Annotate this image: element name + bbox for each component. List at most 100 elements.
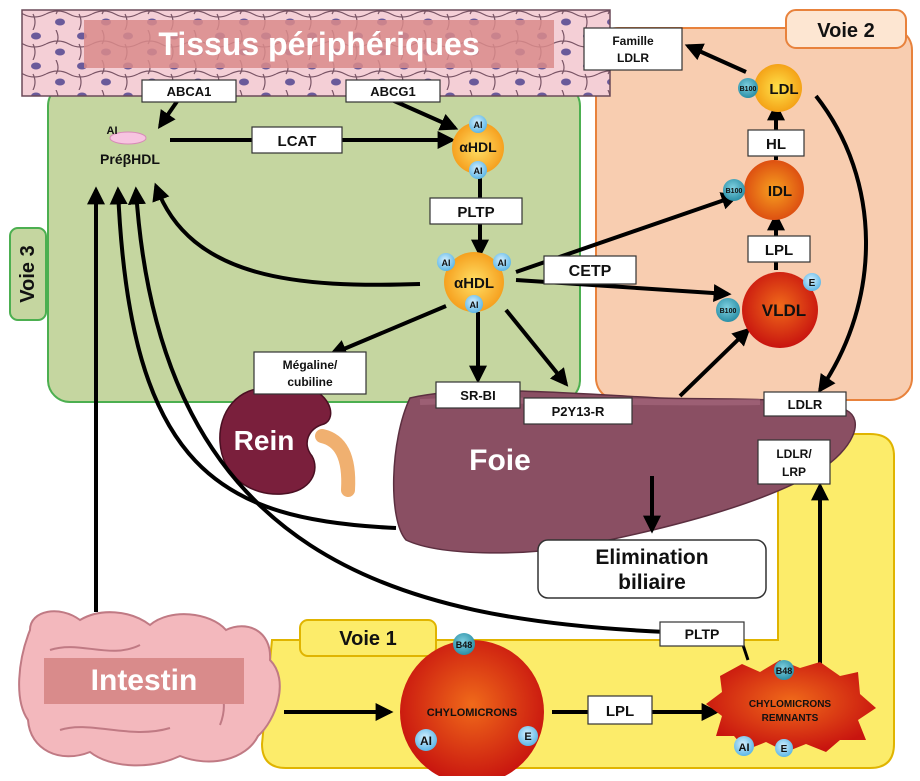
chylo-remnants-particle: B48 AI E CHYLOMICRONS REMNANTS: [706, 660, 876, 757]
vldl-apo-b100-label: B100: [720, 308, 737, 315]
hl-label: HL: [766, 136, 786, 153]
vldl-sphere: [742, 272, 818, 348]
voie2-label: Voie 2: [817, 20, 874, 42]
lpl-chylo-box: [587, 695, 653, 725]
alpha-hdl-mid-apo2: [493, 253, 511, 271]
remnants-label-2: REMNANTS: [762, 713, 819, 724]
chylomicrons-particle: B48 AI E CHYLOMICRONS: [400, 633, 544, 781]
abcg1-box: [345, 79, 441, 103]
remnants-apo-ai: [734, 736, 754, 756]
alpha-hdl-mid-sphere: [444, 252, 504, 312]
prebeta-apo-ai: AI: [107, 125, 118, 137]
remnants-apo-b48: [774, 660, 794, 680]
abcg1-label: ABCG1: [370, 84, 416, 99]
ldl-apo-b100: [738, 78, 758, 98]
lpl-chylo-label: LPL: [606, 703, 634, 720]
cetp-label: CETP: [569, 263, 612, 280]
chylo-apo-ai-label: AI: [420, 734, 432, 748]
elimination-label-2: biliaire: [618, 571, 686, 594]
prebeta-hdl: AI PréβHDL: [100, 125, 160, 167]
chylo-apo-b48: [453, 633, 475, 655]
arrow-hdl-to-prebeta: [152, 182, 421, 287]
voie1-label: Voie 1: [339, 628, 396, 650]
famille-ldlr-label-1: Famille: [612, 34, 654, 48]
voie3-tag: [9, 227, 47, 321]
intestine-label: Intestin: [91, 664, 198, 697]
idl-particle: B100 IDL: [723, 160, 804, 220]
alpha-hdl-top: AI AI αHDL: [452, 115, 504, 179]
arrow-ldl-famille: [684, 43, 747, 74]
lpl-idl-box: [747, 235, 811, 263]
label-boxes: ABCA1 ABCG1 LCAT PLTP CETP Mégaline/ cub…: [141, 27, 847, 725]
alpha-hdl-mid: AI AI AI αHDL: [437, 252, 511, 313]
elimination-box: [537, 539, 767, 599]
chylomicrons-sphere: [400, 640, 544, 781]
pltp-chylo-label: PLTP: [685, 626, 720, 642]
alpha-hdl-top-apo1-label: AI: [474, 120, 483, 130]
srbi-box: [435, 381, 521, 409]
vldl-apo-e: [803, 273, 821, 291]
alpha-hdl-top-apo2: [469, 161, 487, 179]
remnants-apo-e-label: E: [781, 744, 788, 755]
ldlr-lrp-label-2: LRP: [782, 465, 806, 479]
alpha-hdl-mid-apo1: [437, 253, 455, 271]
alpha-hdl-mid-label: αHDL: [454, 275, 494, 292]
arrow-hdl-to-kidney: [328, 304, 447, 357]
remnants-apo-ai-label: AI: [739, 742, 750, 754]
abca1-label: ABCA1: [167, 84, 212, 99]
arrow-ldl-ldlr: [814, 94, 868, 393]
alpha-hdl-mid-apo3: [465, 295, 483, 313]
idl-label: IDL: [768, 183, 792, 200]
ldl-apo-b100-label: B100: [740, 86, 757, 93]
megaline-box: [253, 351, 367, 395]
alpha-hdl-top-sphere: [452, 122, 504, 174]
vldl-particle: B100 E VLDL: [716, 272, 821, 348]
megaline-label-1: Mégaline/: [283, 358, 338, 372]
famille-ldlr-box: [583, 27, 683, 71]
ldlr-lrp-box: [757, 439, 831, 485]
ldlr-box: [763, 391, 847, 417]
famille-ldlr-label-2: LDLR: [617, 51, 649, 65]
chylomicrons-label: CHYLOMICRONS: [427, 707, 517, 719]
srbi-label: SR-BI: [460, 388, 495, 403]
prebeta-hdl-label: PréβHDL: [100, 151, 160, 167]
arrow-pltp-prebeta: [127, 186, 667, 634]
chylo-apo-e-label: E: [524, 731, 531, 743]
ldl-particle: B100 LDL: [738, 64, 802, 112]
lcat-label: LCAT: [278, 133, 317, 150]
elimination-label-1: Elimination: [595, 546, 708, 569]
ldlr-label: LDLR: [788, 397, 823, 412]
alpha-hdl-top-apo2-label: AI: [474, 166, 483, 176]
arrow-abcg1: [391, 98, 459, 131]
lpl-idl-label: LPL: [765, 242, 793, 259]
pltp-hdl-label: PLTP: [457, 204, 494, 221]
prebeta-hdl-disc: [109, 131, 147, 145]
arrow-liver-vldl: [678, 327, 751, 398]
voie1-tag: [299, 619, 437, 657]
hl-box: [747, 129, 805, 157]
alpha-hdl-mid-apo1-label: AI: [442, 258, 451, 268]
arrow-hdl-to-p2y13: [504, 308, 569, 387]
peripheral-tissue-label-bg: [84, 20, 554, 68]
vldl-apo-e-label: E: [809, 278, 816, 289]
vldl-apo-b100: [716, 298, 740, 322]
pltp-hdl-box: [429, 197, 523, 225]
voie3-label: Voie 3: [17, 245, 39, 302]
voie2-tag: [785, 9, 907, 49]
chylo-apo-b48-label: B48: [456, 640, 473, 650]
megaline-label-2: cubiline: [287, 375, 333, 389]
alpha-hdl-top-label: αHDL: [459, 139, 497, 155]
ureter-shape: [315, 429, 356, 497]
remnants-apo-e: [775, 739, 793, 757]
remnants-apo-b48-label: B48: [776, 666, 793, 676]
vldl-label: VLDL: [762, 301, 806, 320]
p2y13r-box: [523, 397, 633, 425]
alpha-hdl-mid-apo3-label: AI: [470, 300, 479, 310]
ldl-sphere: [754, 64, 802, 112]
kidney-shape: [219, 385, 332, 495]
kidney-label: Rein: [234, 425, 295, 456]
idl-sphere: [744, 160, 804, 220]
intestine-label-bg: [44, 658, 244, 704]
alpha-hdl-top-apo1: [469, 115, 487, 133]
